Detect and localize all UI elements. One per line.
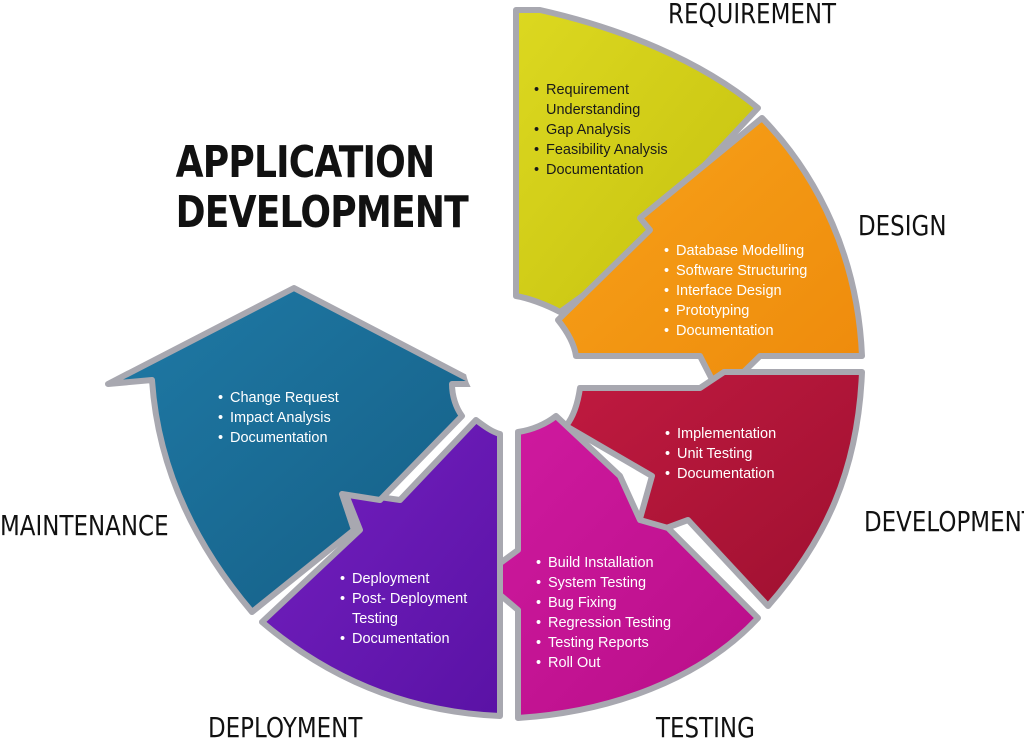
maintenance-items: Change Request Impact Analysis Documenta… (218, 388, 368, 448)
design-items: Database Modelling Software Structuring … (664, 241, 844, 341)
list-item: Documentation (340, 629, 490, 649)
list-item: Implementation (665, 424, 815, 444)
requirement-label: REQUIREMENT (668, 0, 837, 30)
testing-items: Build Installation System Testing Bug Fi… (536, 553, 696, 673)
list-item: Software Structuring (664, 261, 844, 281)
list-item: Prototyping (664, 301, 844, 321)
list-item: Documentation (218, 428, 368, 448)
deployment-label: DEPLOYMENT (208, 711, 363, 744)
list-item: Documentation (665, 464, 815, 484)
deployment-items: Deployment Post- Deployment Testing Docu… (340, 569, 490, 649)
list-item: Roll Out (536, 653, 696, 673)
list-item: Testing Reports (536, 633, 696, 653)
maintenance-label: MAINTENANCE (0, 509, 169, 542)
list-item: Documentation (664, 321, 844, 341)
list-item: Requirement Understanding (534, 80, 694, 120)
title-line-2: DEVELOPMENT (175, 187, 469, 238)
list-item: Bug Fixing (536, 593, 696, 613)
diagram-title: APPLICATION DEVELOPMENT (150, 137, 469, 238)
development-label: DEVELOPMENT (864, 505, 1024, 538)
list-item: Deployment (340, 569, 490, 589)
list-item: System Testing (536, 573, 696, 593)
list-item: Impact Analysis (218, 408, 368, 428)
list-item: Documentation (534, 160, 694, 180)
list-item: Build Installation (536, 553, 696, 573)
design-label: DESIGN (858, 209, 947, 242)
list-item: Regression Testing (536, 613, 696, 633)
list-item: Database Modelling (664, 241, 844, 261)
requirement-items: Requirement Understanding Gap Analysis F… (534, 80, 694, 180)
list-item: Feasibility Analysis (534, 140, 694, 160)
title-line-1: APPLICATION (175, 137, 436, 188)
testing-label: TESTING (656, 711, 755, 744)
development-items: Implementation Unit Testing Documentatio… (665, 424, 815, 484)
list-item: Unit Testing (665, 444, 815, 464)
list-item: Interface Design (664, 281, 844, 301)
list-item: Gap Analysis (534, 120, 694, 140)
list-item: Post- Deployment Testing (340, 589, 490, 629)
center-hole (465, 314, 565, 414)
maintenance-segment (105, 285, 481, 615)
list-item: Change Request (218, 388, 368, 408)
